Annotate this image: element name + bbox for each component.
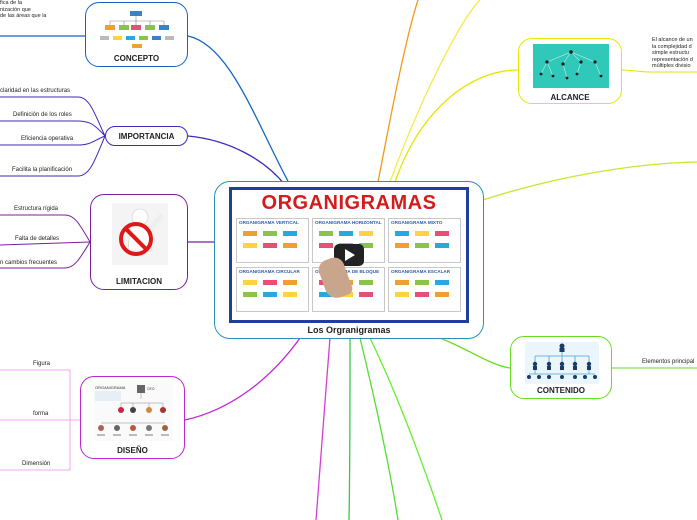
connector-orange [377,0,419,183]
connector-green-1 [348,337,351,520]
central-image[interactable]: ORGANIGRAMAS ORGANIGRAMA VERTICAL ORGANIG… [229,187,469,323]
connector-importancia [187,135,286,186]
alcance-network-image [533,44,609,88]
diseno-item[interactable]: Dimensión [22,461,51,467]
prohibited-icon [112,203,168,265]
central-caption: Los Orgranigramas [307,325,391,335]
concepto-text-line: fica de la [0,0,23,6]
central-topic[interactable]: ORGANIGRAMAS ORGANIGRAMA VERTICAL ORGANIG… [214,181,484,339]
concepto-text-line: de las áreas que la [0,13,47,19]
importancia-node[interactable]: IMPORTANCIA [105,126,188,146]
connector-diseno [184,337,301,421]
connector-alcance [394,69,519,183]
diseno-leaf-lines [0,369,80,471]
contenido-item[interactable]: Elementos principal [642,359,695,365]
organigram-panel-title: ORGANIGRAMA VERTICAL [239,220,299,225]
organigram-panel-title: ORGANIGRAMA MIXTO [391,220,443,225]
organigram-panel-title: ORGANIGRAMA HORIZONTAL [315,220,382,225]
svg-text:ORGANIGRAMA: ORGANIGRAMA [95,385,126,390]
limitacion-node[interactable]: LIMITACION [90,194,188,290]
connector-contenido [439,337,511,369]
concepto-text-line: nización que [0,6,31,13]
diseno-item[interactable]: Figura [33,361,51,367]
diseno-item[interactable]: forma [33,411,49,417]
organigram-panel: ORGANIGRAMA MIXTO [388,218,461,263]
concepto-node[interactable]: CONCEPTO [85,2,188,67]
importancia-item[interactable]: Eficiencia operativa [21,136,74,142]
connector-green-3 [369,337,443,520]
concepto-orgchart-image [100,11,174,48]
alcance-text-line: simple estructu [652,50,689,56]
limitacion-label: LIMITACION [115,277,163,286]
connector-green-2 [359,337,399,520]
alcance-node[interactable]: ALCANCE [518,38,622,104]
organigram-panel-title: ORGANIGRAMA CIRCULAR [239,269,300,274]
alcance-text-line: representación d [652,56,693,63]
connector-yellow-top [389,0,481,183]
diseno-label: DISEÑO [117,446,148,455]
organigram-panel: ORGANIGRAMA VERTICAL [236,218,309,263]
contenido-node[interactable]: CONTENIDO [510,336,612,399]
connector-pink-bottom [315,337,331,520]
limitacion-item[interactable]: Estructura rígida [14,206,59,212]
alcance-text-line: El alcance de un [652,37,693,43]
alcance-leaf-line [621,69,697,73]
organigram-panel-title: ORGANIGRAMA DE BLOQUE [315,269,380,274]
alcance-label: ALCANCE [550,93,590,102]
limitacion-leaf-lines [0,214,91,269]
organigram-panel: ORGANIGRAMA ESCALAR [388,267,461,312]
connector-concepto [187,35,291,186]
importancia-item[interactable]: Definición de los roles [13,112,72,118]
concepto-label: CONCEPTO [113,54,160,63]
limitacion-item[interactable]: Falta de detalles [15,236,60,242]
alcance-text: El alcance de un la complejidad d simple… [652,37,693,70]
importancia-item[interactable]: Facilita la planificación [12,167,73,173]
contenido-people-image [525,342,599,384]
diseno-node[interactable]: ORGANIGRAMA CEO DISEÑO [80,376,185,459]
contenido-label: CONTENIDO [537,386,585,395]
organigram-panel: ORGANIGRAMA CIRCULAR [236,267,309,312]
importancia-leaf-lines [0,96,106,177]
concepto-text: fica de la nización que de las áreas que… [0,0,46,20]
alcance-text-line: la complejidad d [652,43,692,50]
banner-title: ORGANIGRAMAS [261,192,437,214]
alcance-text-line: múltiples divisio [652,63,691,69]
diseno-orgchart-image: ORGANIGRAMA CEO [93,383,173,441]
connector-lime [482,161,697,201]
svg-text:CEO: CEO [147,387,155,391]
organigram-panel-title: ORGANIGRAMA ESCALAR [391,269,451,274]
limitacion-item[interactable]: n cambios frecuentes [0,260,58,266]
importancia-item[interactable]: claridad en las estructuras [0,88,71,94]
importancia-label: IMPORTANCIA [118,132,175,141]
